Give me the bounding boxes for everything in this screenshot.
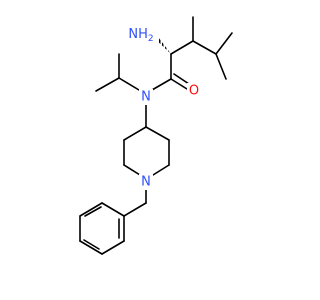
bond-carbonyl-oxygen-1 <box>170 78 188 90</box>
bond-ph-c2-c3 <box>101 240 125 255</box>
bonds <box>79 16 233 255</box>
amine-label-bg <box>132 26 158 42</box>
amide-nitrogen-label: N <box>141 90 151 105</box>
bond-carbonyl-oxygen-2 <box>173 73 190 85</box>
bond-ch-me1 <box>192 40 217 55</box>
bond-ch2-phenyl <box>123 202 147 217</box>
bond-pip-n-c6 <box>152 164 170 176</box>
bond-ipr-ch-me1 <box>95 77 120 92</box>
bond-ph-inner-3 <box>84 206 102 217</box>
carbonyl-oxygen-label: O <box>189 84 199 99</box>
amine-label: NH2 <box>128 27 153 45</box>
oxygen-label-bg <box>187 83 201 99</box>
pip-n-label-bg <box>139 174 153 190</box>
bond-me2-tip <box>215 32 233 55</box>
amine-label-text: NH <box>128 27 148 42</box>
bond-ph-c6-c1 <box>101 202 125 217</box>
atom-labels: NH2 O N N <box>128 26 201 190</box>
bond-pip-c5-c4 <box>145 126 170 141</box>
bond-n-carbonyl <box>151 78 172 91</box>
bond-me1-tip <box>215 53 227 80</box>
amide-n-label-bg <box>139 89 153 105</box>
bond-ph-c5-c6 <box>79 202 103 217</box>
bond-ph-inner-2 <box>83 239 100 250</box>
piperidine-nitrogen-label: N <box>141 175 151 190</box>
bond-pip-c4-c3 <box>123 126 147 141</box>
bond-ph-c3-c4 <box>79 240 103 255</box>
bond-alpha-ch <box>170 40 194 55</box>
molecule-structure: NH2 O N N <box>79 16 233 255</box>
bond-ipr-ch-n <box>118 77 140 91</box>
amine-label-subscript: 2 <box>148 34 154 44</box>
bond-pip-c2-n <box>123 164 141 176</box>
